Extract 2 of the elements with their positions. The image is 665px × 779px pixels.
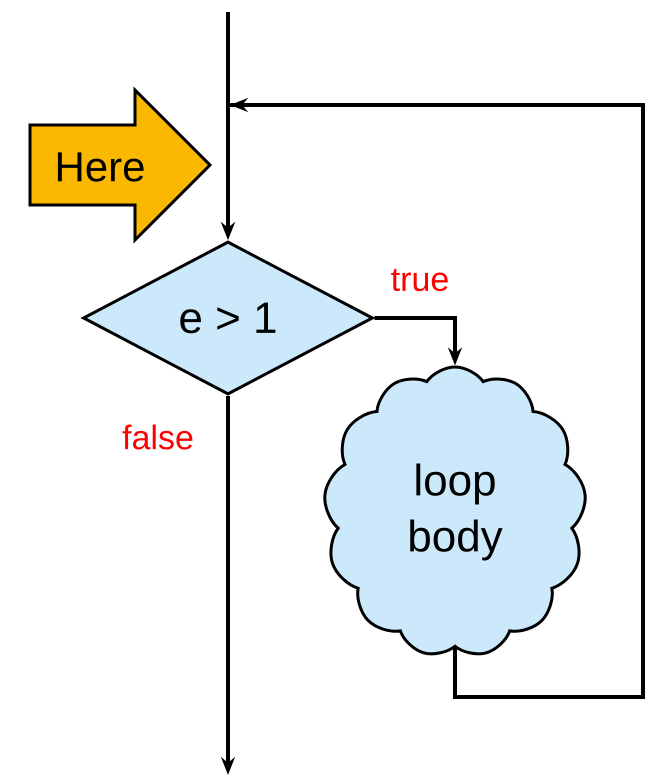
edge-label: true xyxy=(390,268,450,292)
edge-label: false xyxy=(121,424,195,450)
